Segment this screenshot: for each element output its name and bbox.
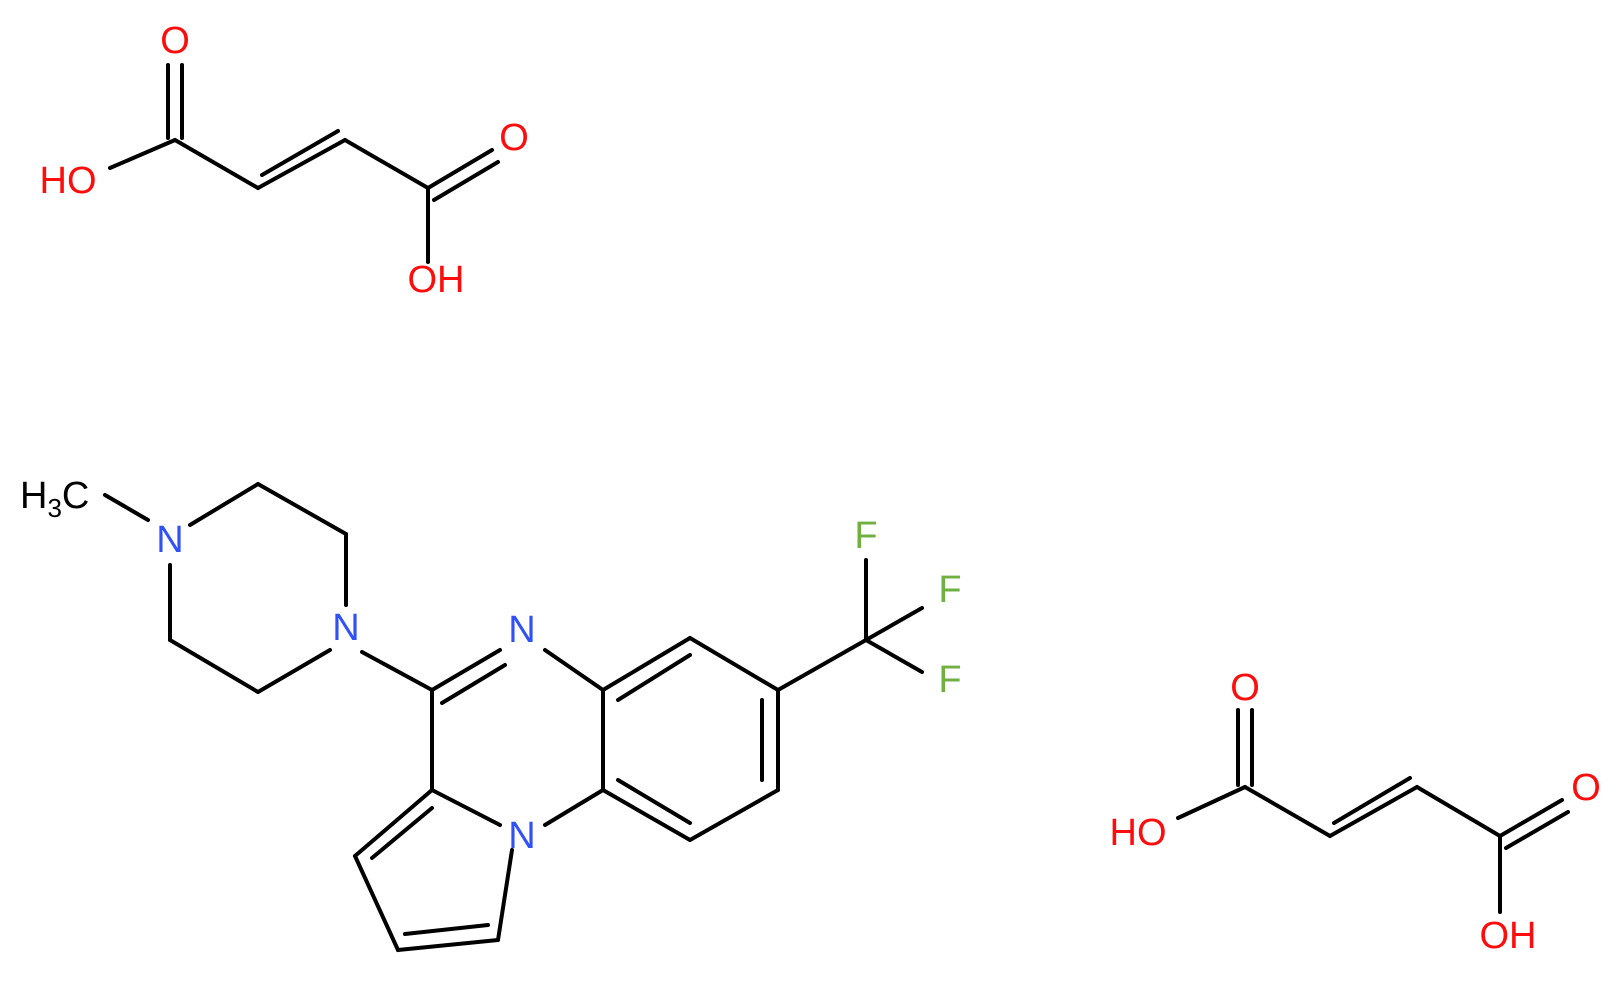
bond <box>426 148 494 190</box>
nitrogen-label: N <box>156 519 183 561</box>
nitrogen-label: N <box>508 815 535 857</box>
bond <box>601 636 692 692</box>
bond <box>1498 798 1564 838</box>
bond <box>173 138 260 190</box>
pyrroloquinoxaline-molecule: H3C N N N N F F F <box>20 475 962 952</box>
bond <box>370 806 434 860</box>
bond <box>353 854 400 952</box>
bond <box>543 648 605 692</box>
bond <box>601 788 692 842</box>
oxygen-label: O <box>499 117 529 159</box>
bond <box>1243 785 1332 838</box>
bond <box>688 788 780 842</box>
fluorine-label: F <box>938 569 961 611</box>
bond <box>543 788 605 827</box>
bond <box>1328 785 1419 838</box>
methyl-c: C <box>62 475 89 517</box>
bond <box>1176 785 1247 820</box>
fumaric-acid-top: O HO O OH <box>40 20 529 301</box>
bond <box>496 848 514 942</box>
bond <box>864 606 924 642</box>
bond <box>103 493 150 522</box>
bond <box>616 778 692 825</box>
nitrogen-label: N <box>332 607 359 649</box>
bond <box>256 648 332 694</box>
bond <box>108 138 177 170</box>
bond <box>260 129 340 177</box>
oxygen-label: O <box>160 20 190 62</box>
nitrogen-label: N <box>508 609 535 651</box>
bond <box>396 938 500 952</box>
bond <box>864 638 924 674</box>
bond <box>440 663 507 705</box>
bond <box>432 160 500 202</box>
hydroxyl-label: HO <box>40 160 97 202</box>
bond <box>430 788 502 827</box>
bond <box>403 923 490 936</box>
bond <box>1332 776 1412 825</box>
bond <box>1504 810 1570 850</box>
bond <box>188 482 260 527</box>
fumaric-acid-bottom: O HO O OH <box>1110 667 1601 957</box>
bond <box>343 138 430 190</box>
fluorine-label: F <box>854 515 877 557</box>
methyl-h: H <box>20 475 47 517</box>
bond <box>1415 785 1502 838</box>
bond <box>256 138 347 190</box>
bond <box>616 653 692 702</box>
bond <box>360 650 434 692</box>
bond <box>688 636 780 692</box>
hydroxyl-label: OH <box>1480 915 1537 957</box>
bond <box>256 482 348 536</box>
oxygen-label: O <box>1230 667 1260 709</box>
oxygen-label: O <box>1571 767 1601 809</box>
hydroxyl-label: HO <box>1110 812 1167 854</box>
bond <box>168 638 260 694</box>
bond <box>776 638 868 692</box>
fluorine-label: F <box>938 659 961 701</box>
hydroxyl-label: OH <box>408 259 465 301</box>
methyl-label: H3C <box>20 475 89 523</box>
methyl-subscript: 3 <box>47 493 61 523</box>
bond <box>430 648 502 692</box>
bond <box>353 788 434 858</box>
